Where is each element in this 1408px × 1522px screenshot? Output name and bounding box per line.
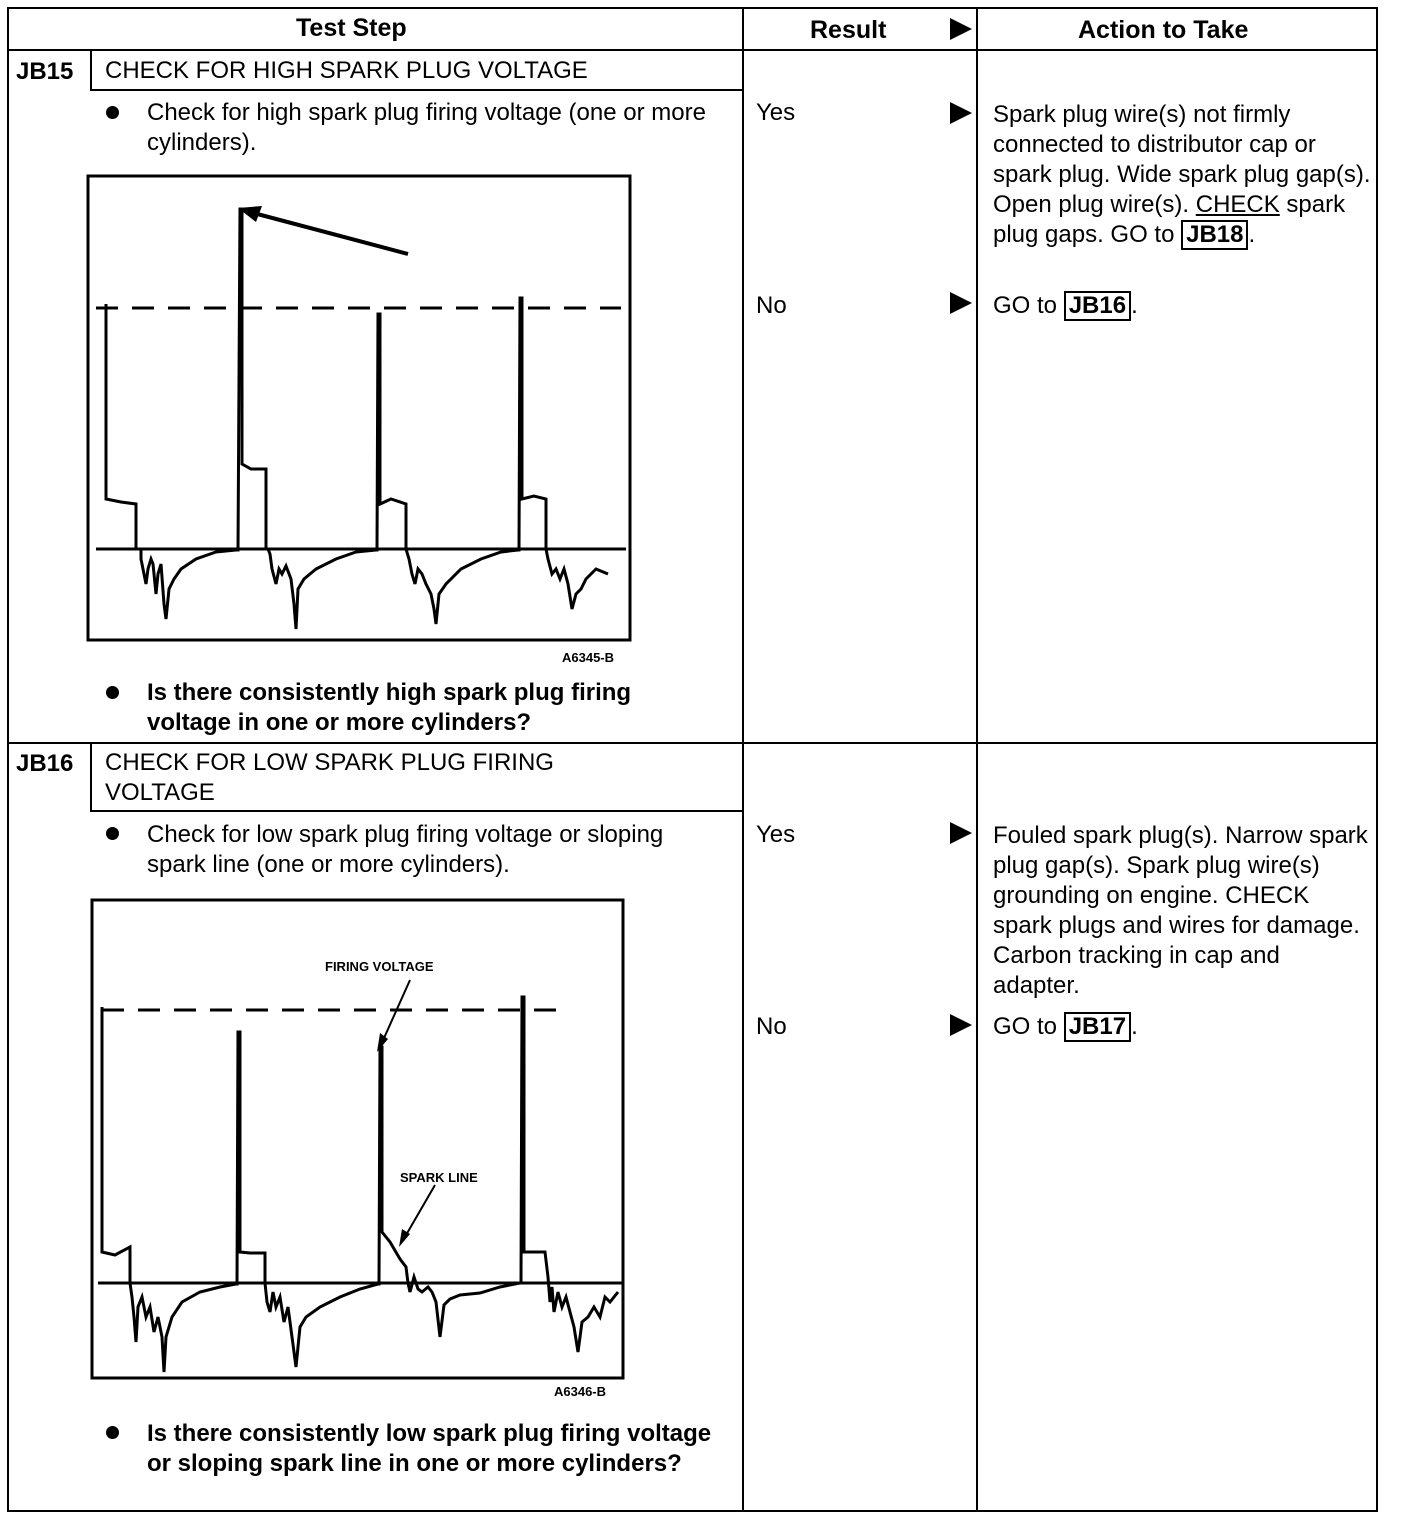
table-border-top xyxy=(7,7,1378,9)
jb16-title-underline xyxy=(90,810,744,812)
step-id: JB15 xyxy=(16,58,74,85)
result-arrow-icon xyxy=(950,1014,972,1036)
spark-line-label: SPARK LINE xyxy=(400,1170,478,1185)
action-text-part: GO to xyxy=(993,1013,1064,1040)
action-text-part: GO to xyxy=(993,292,1064,319)
header-test-step: Test Step xyxy=(296,14,407,42)
action-text: Spark plug wire(s) not firmly connected … xyxy=(993,100,1371,250)
figure-code: A6345-B xyxy=(562,650,615,665)
result-no: No xyxy=(756,1013,787,1040)
action-text: Fouled spark plug(s). Narrow spark plug … xyxy=(993,822,1368,999)
step-title: CHECK FOR LOW SPARK PLUG FIRING VOLTAGE xyxy=(105,749,554,806)
action-text-part: Spark plug wire(s) not firmly connected … xyxy=(993,101,1371,218)
action-text-part: . xyxy=(1248,221,1256,248)
result-yes: Yes xyxy=(756,821,796,848)
header-result: Result xyxy=(810,16,887,44)
step-id: JB16 xyxy=(16,750,74,777)
action-text-part: spark plug gaps. GO to xyxy=(993,191,1346,248)
figure-code: A6346-B xyxy=(554,1384,607,1399)
step-question: Is there consistently high spark plug fi… xyxy=(147,679,632,736)
firing-voltage-label: FIRING VOLTAGE xyxy=(325,959,434,974)
step-title: CHECK FOR HIGH SPARK PLUG VOLTAGE xyxy=(105,57,588,84)
check-keyword: CHECK xyxy=(1195,191,1280,218)
high-voltage-waveform-figure xyxy=(86,174,632,642)
jb15-title-underline xyxy=(90,89,744,91)
row-divider xyxy=(7,742,1378,744)
table-border-left xyxy=(7,7,9,1512)
jb17-reference-link[interactable]: JB17 xyxy=(1063,1012,1132,1042)
header-divider xyxy=(7,49,1378,51)
col-divider-2 xyxy=(976,7,978,1512)
low-voltage-waveform-figure xyxy=(90,898,625,1380)
step-instruction: Check for high spark plug firing voltage… xyxy=(147,99,706,156)
jb16-reference-link[interactable]: JB16 xyxy=(1063,291,1132,321)
bullet-icon xyxy=(106,106,119,119)
jb15-id-divider xyxy=(90,51,92,91)
jb16-id-divider xyxy=(90,744,92,812)
action-text-part: . xyxy=(1131,1013,1138,1040)
action-text-part: . xyxy=(1131,292,1138,319)
result-arrow-icon xyxy=(950,102,972,124)
result-arrow-icon xyxy=(950,822,972,844)
header-action: Action to Take xyxy=(1078,16,1249,44)
header-arrow-icon xyxy=(950,18,972,40)
bullet-icon xyxy=(106,827,119,840)
action-text: GO to JB16. xyxy=(993,291,1138,321)
col-divider-1 xyxy=(742,7,744,1512)
bullet-icon xyxy=(106,686,119,699)
table-border-right xyxy=(1376,7,1378,1512)
result-yes: Yes xyxy=(756,99,796,126)
jb18-reference-link[interactable]: JB18 xyxy=(1181,220,1249,250)
table-border-bottom xyxy=(7,1510,1378,1512)
step-question: Is there consistently low spark plug fir… xyxy=(147,1420,712,1477)
result-arrow-icon xyxy=(950,292,972,314)
step-instruction: Check for low spark plug firing voltage … xyxy=(147,821,664,878)
bullet-icon xyxy=(106,1426,119,1439)
result-no: No xyxy=(756,292,787,319)
action-text: GO to JB17. xyxy=(993,1012,1138,1042)
